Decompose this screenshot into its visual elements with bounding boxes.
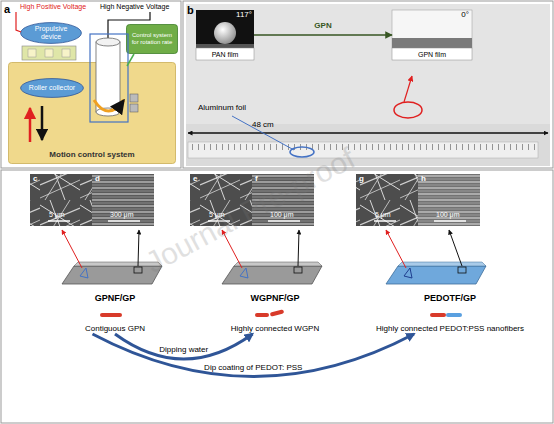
collector-ellipse: Roller collector <box>20 78 84 98</box>
process-arrow <box>254 34 392 36</box>
scale-bar-label: 5 μm <box>49 211 65 219</box>
sample-group: PEDOTF/GP Highly connected PEDOT:PSS nano… <box>360 294 540 334</box>
contact-angle-inset: 117° PAN film <box>196 10 254 60</box>
contact-angle-inset: 0° GPN film <box>392 10 472 60</box>
node-text: GPN film <box>392 51 472 59</box>
sample-group: GPNF/GP Contiguous GPN <box>40 294 190 334</box>
rect-shape <box>9 63 176 164</box>
ellipse-shape <box>21 79 84 98</box>
node-text: Contiguous GPN <box>85 325 145 334</box>
panel-letter: h <box>421 175 426 184</box>
panel-letter: c <box>33 175 37 184</box>
part-label: Aluminum foil <box>198 104 246 113</box>
panel-letter: e <box>193 175 197 184</box>
dimension-label: 48 cm <box>252 121 274 130</box>
sample-group: WGPNF/GP Highly connected WGPN <box>200 294 350 334</box>
scale-bar-label: 100 μm <box>270 211 294 219</box>
voltage-label: High Negative Voltage <box>100 3 169 11</box>
control-box: Control system for rotation rate <box>126 24 178 54</box>
box-outline <box>8 62 176 164</box>
scale-bar-label: 300 μm <box>110 211 134 219</box>
node-title: 117° <box>236 11 252 20</box>
scale-bar-label: 100 μm <box>436 211 460 219</box>
edge-label: Dipping water <box>159 346 208 355</box>
node-title: Roller collector <box>29 84 75 92</box>
node-title: Motion control system <box>49 151 134 160</box>
process-arrow <box>93 334 415 377</box>
node-title: Propulsive device <box>26 25 76 40</box>
scale-bar-label: 5 μm <box>209 211 225 219</box>
panel-letter: b <box>187 4 194 16</box>
node-text: Highly connected PEDOT:PSS nanofibers <box>376 325 524 334</box>
node-text: PAN film <box>196 51 254 59</box>
panel-letter: g <box>359 175 364 184</box>
voltage-label: High Positive Voltage <box>20 3 86 11</box>
edge-label: Dip coating of PEDOT: PSS <box>204 364 302 373</box>
panel-letter: d <box>95 175 100 184</box>
panel-letter: f <box>255 175 258 184</box>
process-arrow <box>115 334 253 359</box>
node-title: 0° <box>461 11 469 20</box>
node-title: GPNF/GP <box>95 294 136 304</box>
ellipse-shape <box>21 23 82 44</box>
motion-stage: Motion control system Roller collector <box>8 62 176 164</box>
device-ellipse: Propulsive device <box>20 22 82 44</box>
scale-bar-label: 5 μm <box>375 211 391 219</box>
node-title: Control system for rotation rate <box>128 32 176 45</box>
node-text: Highly connected WGPN <box>231 325 319 334</box>
node-title: WGPNF/GP <box>251 294 300 304</box>
node-title: PEDOTF/GP <box>424 294 476 304</box>
rect-shape <box>127 25 178 54</box>
panel-letter: a <box>4 3 10 15</box>
edge-label: GPN <box>314 22 331 31</box>
